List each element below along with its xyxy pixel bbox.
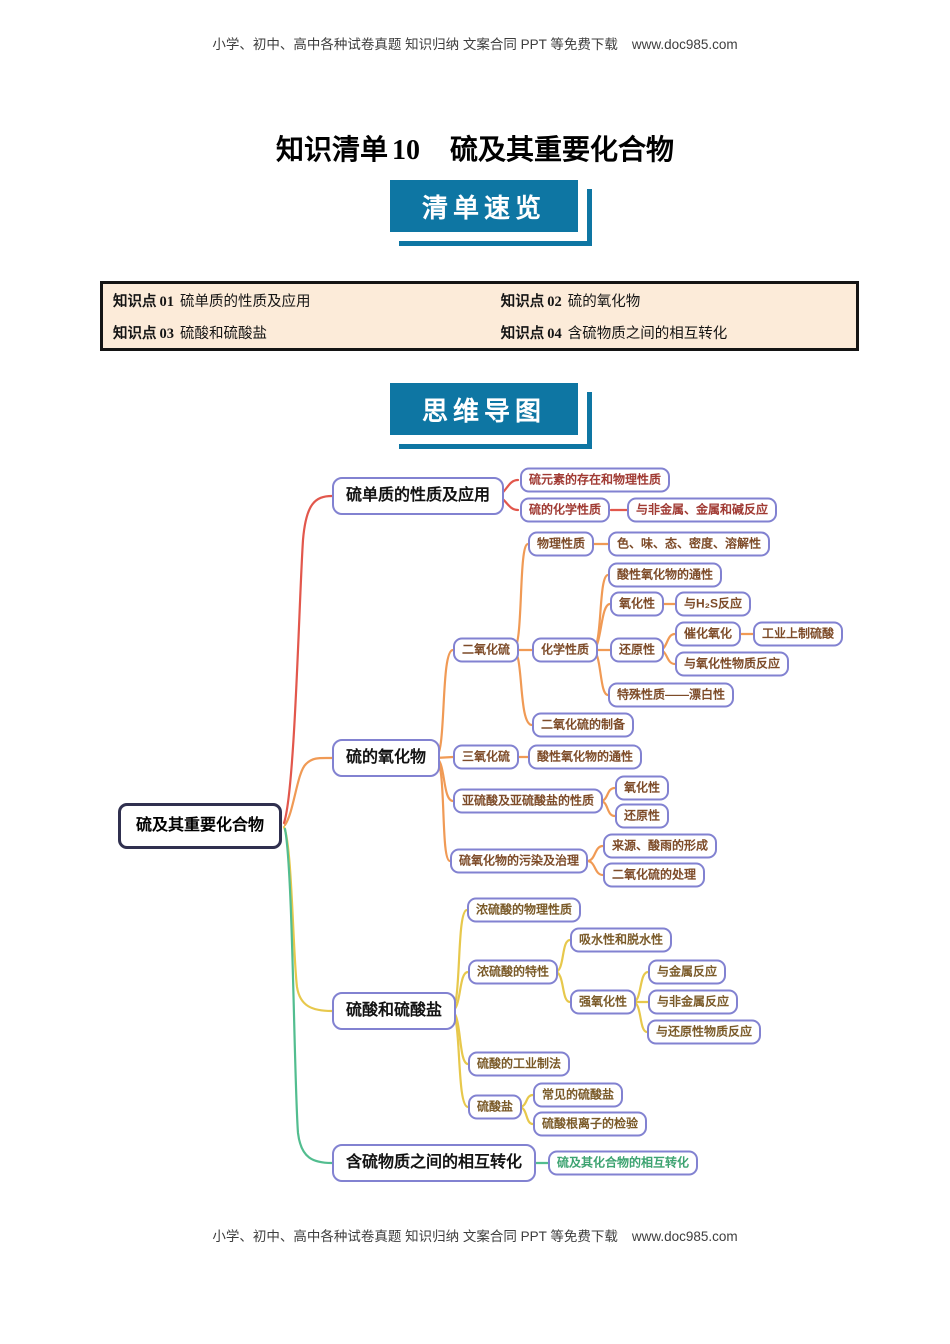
page-header: 小学、初中、高中各种试卷真题 知识归纳 文案合同 PPT 等免费下载 www.do… [0,33,950,53]
footer-text: 小学、初中、高中各种试卷真题 知识归纳 文案合同 PPT 等免费下载 [212,1229,618,1244]
node-react-h2s: 与H₂S反应 [675,591,752,617]
section-badge-overview: 清单速览 [390,180,592,246]
node-react-reducing-substances: 与还原性物质反应 [647,1019,762,1045]
kp-number: 04 [547,325,562,342]
kp-text: 含硫物质之间的相互转化 [567,325,728,342]
node-industrial-sulfuric-acid: 工业上制硫酸 [753,621,844,647]
node-so2-reducing: 还原性 [610,637,665,663]
node-so3: 三氧化硫 [453,744,520,770]
node-sulfur-properties-branch: 硫单质的性质及应用 [332,477,505,515]
badge-overview-label: 清单速览 [421,192,546,223]
node-sulfur-existence: 硫元素的存在和物理性质 [520,467,671,493]
node-sulfuric-acid-branch: 硫酸和硫酸盐 [332,992,457,1030]
node-hygroscopic-dehydrating: 吸水性和脱水性 [570,927,673,953]
node-sulfur-chemical: 硫的化学性质 [520,497,611,523]
node-conc-h2so4-properties: 浓硫酸的特性 [468,959,559,985]
kp-prefix: 知识点 [113,325,157,342]
node-source-acid-rain: 来源、酸雨的形成 [603,833,718,859]
title-main: 硫及其重要化合物 [450,134,675,165]
footer-url-link[interactable]: www.doc985.com [631,1229,738,1244]
node-so2-treatment: 二氧化硫的处理 [603,862,706,888]
badge-mindmap-label: 思维导图 [421,395,546,426]
page-footer: 小学、初中、高中各种试卷真题 知识归纳 文案合同 PPT 等免费下载 www.do… [0,1225,950,1245]
node-sulfurous-acid-salts: 亚硫酸及亚硫酸盐的性质 [453,788,604,814]
kp-text: 硫的氧化物 [567,293,641,310]
header-url-link[interactable]: www.doc985.com [631,37,738,52]
node-pollution-control: 硫氧化物的污染及治理 [450,848,589,874]
node-interconversion-branch: 含硫物质之间的相互转化 [332,1144,537,1182]
kp-number: 01 [159,293,175,310]
node-so2-preparation: 二氧化硫的制备 [532,712,635,738]
node-special-bleaching: 特殊性质——漂白性 [608,682,735,708]
node-sulfurous-reducing: 还原性 [615,803,670,829]
node-acidic-oxide-property-so3: 酸性氧化物的通性 [528,744,643,770]
node-so2: 二氧化硫 [453,637,520,663]
node-so2-physical: 物理性质 [528,531,595,557]
title-number: 10 [392,135,420,166]
node-acidic-oxide-property-so2: 酸性氧化物的通性 [608,562,723,588]
kp-text: 硫酸和硫酸盐 [180,325,267,342]
node-conc-h2so4-physical: 浓硫酸的物理性质 [467,897,582,923]
kp-text: 硫单质的性质及应用 [180,293,311,310]
node-catalytic-oxidation: 催化氧化 [675,621,742,647]
node-react-nonmetals: 与非金属反应 [648,989,739,1015]
node-sulfate-ion-test: 硫酸根离子的检验 [533,1111,648,1137]
kp-prefix: 知识点 [113,293,157,310]
node-sulfurous-oxidizing: 氧化性 [615,775,670,801]
kp-prefix: 知识点 [500,293,545,310]
node-sulfur-compounds-interconversion: 硫及其化合物的相互转化 [548,1150,699,1176]
node-color-smell-state: 色、味、态、密度、溶解性 [608,531,771,557]
node-react-nonmetal-metal-alkali: 与非金属、金属和碱反应 [627,497,778,523]
node-so2-chemical: 化学性质 [532,637,599,663]
node-h2so4-industrial-method: 硫酸的工业制法 [468,1051,571,1077]
header-text: 小学、初中、高中各种试卷真题 知识归纳 文案合同 PPT 等免费下载 [212,37,618,52]
kp-prefix: 知识点 [500,325,545,342]
kp-number: 03 [159,325,175,342]
kp-number: 02 [547,293,562,310]
title-prefix: 知识清单 [275,134,388,165]
node-react-metals: 与金属反应 [648,959,727,985]
node-strong-oxidizing: 强氧化性 [570,989,637,1015]
node-common-sulfates: 常见的硫酸盐 [533,1082,624,1108]
node-sulfates: 硫酸盐 [468,1094,523,1120]
node-react-oxidizing-substances: 与氧化性物质反应 [675,651,790,677]
node-so2-oxidizing: 氧化性 [610,591,665,617]
node-sulfur-oxides-branch: 硫的氧化物 [332,739,441,777]
mindmap-root-node: 硫及其重要化合物 [118,803,283,849]
